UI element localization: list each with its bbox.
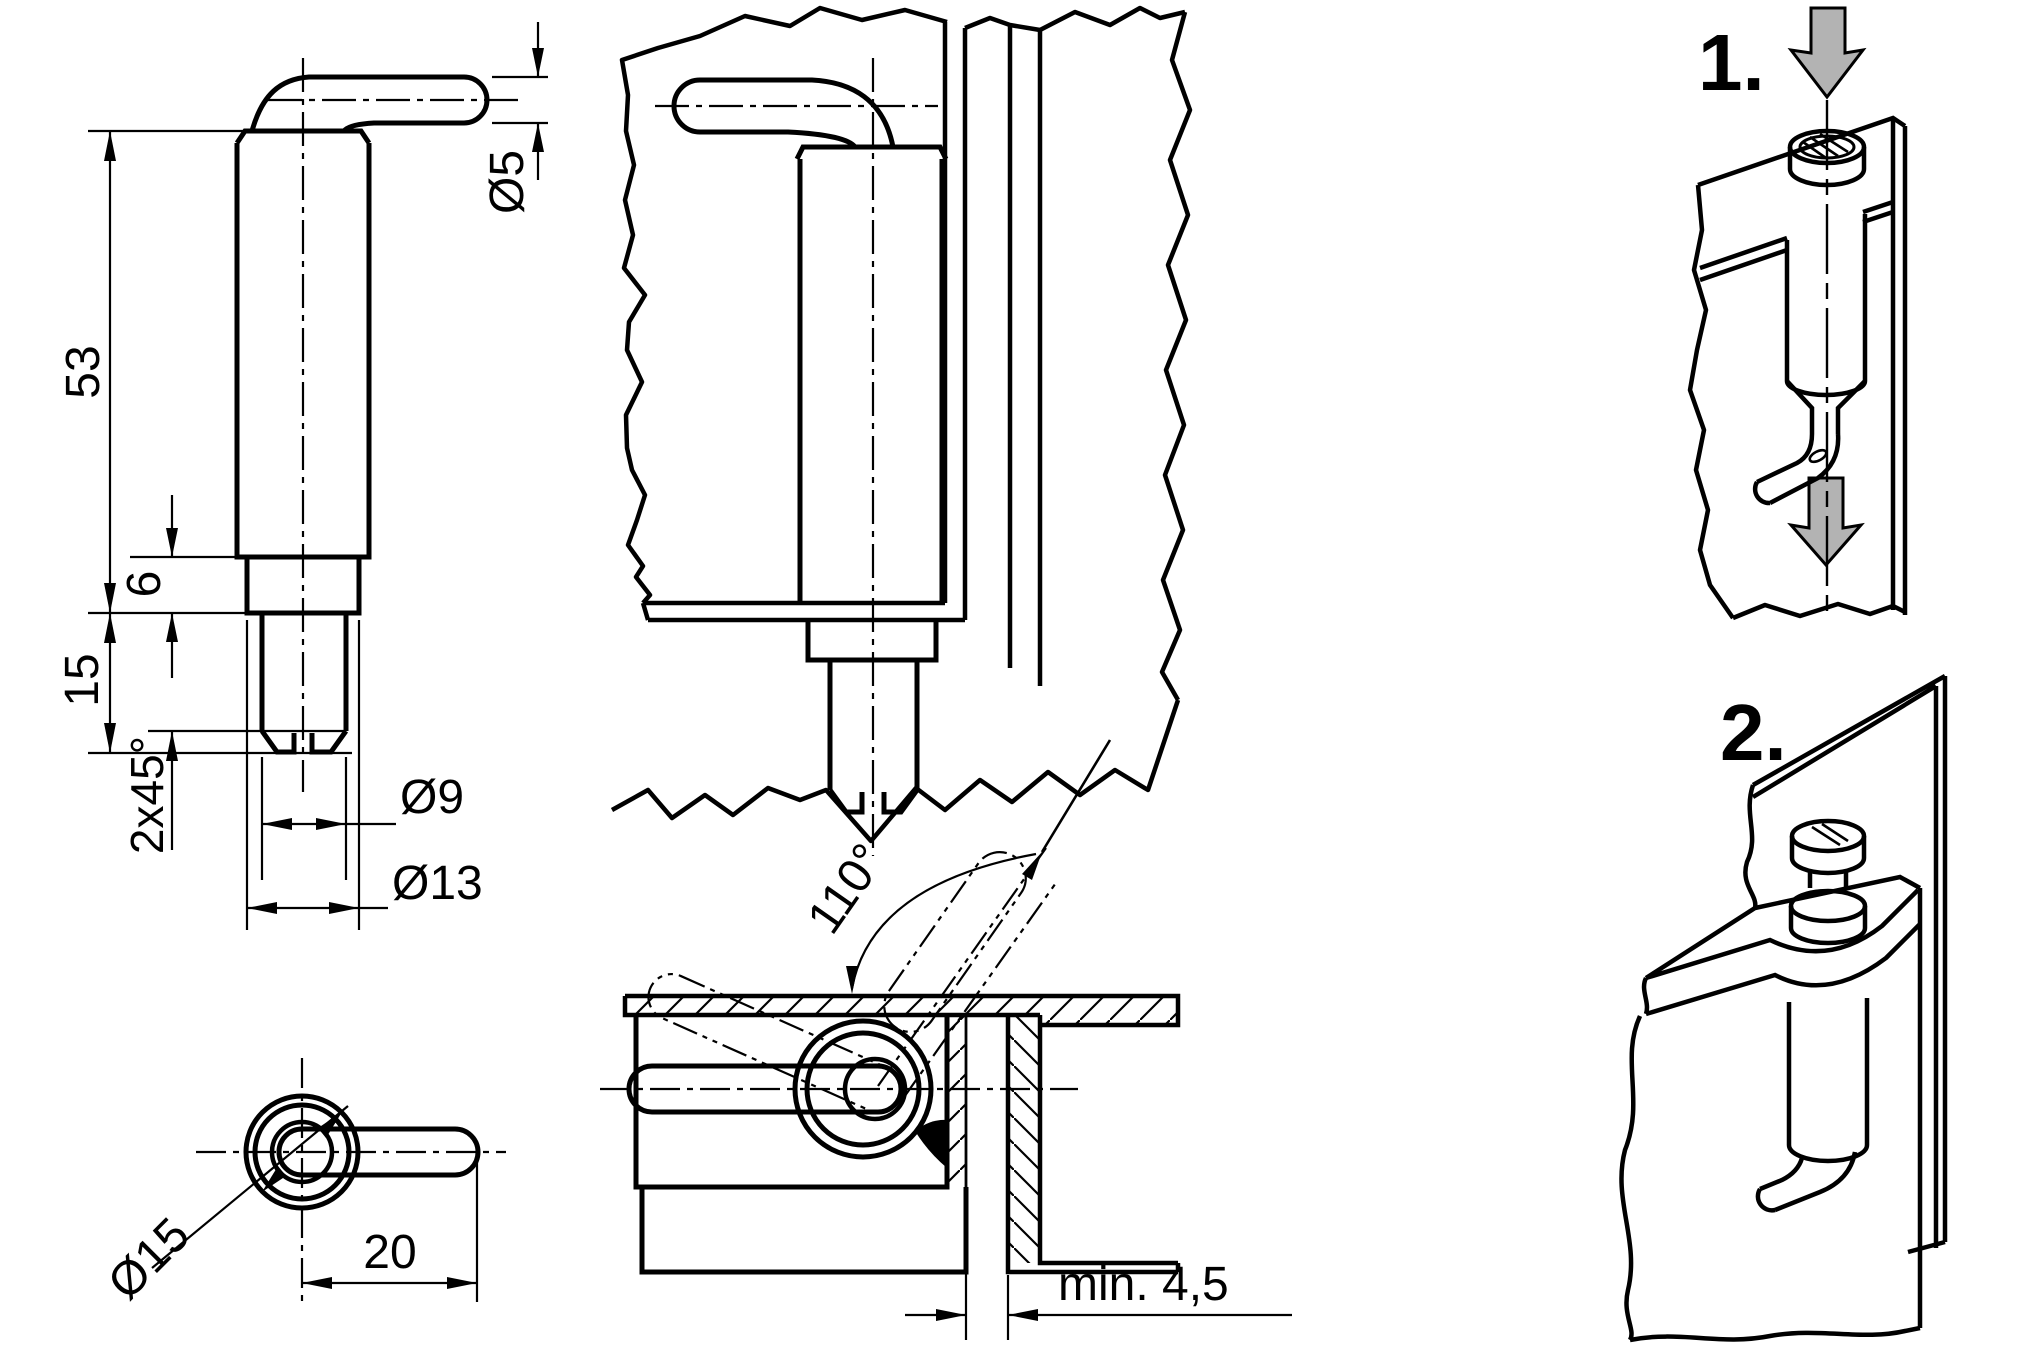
pin-cap xyxy=(794,144,949,161)
pin-handle-rod xyxy=(1755,1151,1858,1213)
dim-min-clearance: min. 4,5 xyxy=(905,1190,1292,1340)
door-leaf-bottom-edge xyxy=(640,600,965,623)
pin-body xyxy=(1786,998,1870,1164)
pin-tip-split-left xyxy=(259,729,297,755)
dim-15-label: 15 xyxy=(56,653,109,706)
install-step-2: 2. xyxy=(1619,674,1948,1343)
pin-cap xyxy=(234,128,372,145)
frame-top-torn-edge xyxy=(964,5,1186,33)
corner-shadow-wedge xyxy=(915,1119,947,1168)
pin-body xyxy=(234,143,372,560)
frame-panel-torn-left xyxy=(1743,784,1758,909)
dim-53: 53 xyxy=(57,129,256,615)
pin-step xyxy=(244,557,362,616)
pin-handle-outline xyxy=(249,74,490,133)
door-slab-torn-bottom xyxy=(1629,1325,1921,1343)
frame-panel-right-edge xyxy=(1907,676,1948,1255)
dim-d13: Ø13 xyxy=(245,620,483,930)
dim-20-label: 20 xyxy=(363,1226,416,1279)
pin-tip-split-right xyxy=(881,788,920,815)
dim-20: 20 xyxy=(302,1160,479,1302)
frame-panel-top-edge xyxy=(1751,674,1947,799)
door-slab-top-edge xyxy=(1697,115,1907,188)
door-slab-torn-left xyxy=(1619,1015,1643,1342)
step-1-label: 1. xyxy=(1698,18,1765,107)
dim-d9: Ø9 xyxy=(260,757,464,880)
door-slab-fold-lines xyxy=(1699,199,1894,283)
down-arrow-icon-top xyxy=(1787,6,1867,100)
step-2-label: 2. xyxy=(1720,688,1787,777)
pin-taper-neck xyxy=(1785,379,1867,434)
door-slab-torn-left xyxy=(1687,184,1735,620)
handle-rod xyxy=(276,1126,481,1178)
body-circle-inner xyxy=(252,1102,352,1202)
pin-handle-outline xyxy=(671,77,896,149)
body-circle-outer xyxy=(243,1093,361,1211)
dim-chamfer: 2x45° xyxy=(121,731,178,854)
dim-6-label: 6 xyxy=(118,571,171,598)
dim-d15-label: Ø15 xyxy=(98,1208,200,1310)
installed-section-view: 110° min. 4,5 xyxy=(600,739,1292,1340)
door-slab-right-edge xyxy=(1890,118,1908,615)
phantom-open-door-line-2 xyxy=(901,879,1059,1101)
dim-min-clearance-label: min. 4,5 xyxy=(1058,1258,1229,1311)
pin-knurled-head xyxy=(1789,818,1867,876)
pin-bushing xyxy=(1788,870,1868,946)
frame-flange-lines xyxy=(1007,25,1043,686)
frame-right-torn-edge xyxy=(1159,11,1193,702)
dim-d5-label: Ø5 xyxy=(481,150,534,214)
dim-6: 6 xyxy=(118,495,237,678)
door-return-hatch xyxy=(947,1015,966,1187)
installed-side-view xyxy=(610,5,1193,856)
phantom-slot xyxy=(883,851,1027,1033)
pin-bend-detail xyxy=(1808,448,1828,464)
pin-tip xyxy=(259,613,349,731)
pin-knurled-head xyxy=(1787,128,1867,188)
pin-tip-split-left xyxy=(827,788,865,815)
dim-53-label: 53 xyxy=(57,345,110,398)
dim-110: 110° xyxy=(798,739,1112,994)
door-leaf-torn-outline xyxy=(619,5,948,605)
dim-15: 15 xyxy=(56,613,352,755)
bushing-circle-outer xyxy=(792,1018,934,1160)
frame-flange-hatch xyxy=(1008,1015,1040,1263)
handle-bore-circle xyxy=(269,1119,335,1185)
frame-face-hatch xyxy=(625,996,1040,1015)
pin-bottom-view: Ø15 20 xyxy=(98,1058,506,1310)
door-leaf-right-edge xyxy=(942,22,968,620)
pin-tip xyxy=(827,660,920,790)
install-step-1: 1. xyxy=(1687,6,1908,621)
pin-body xyxy=(797,159,945,603)
frame-flange-outline xyxy=(1005,1015,1181,1275)
pin-handle-rod xyxy=(1752,433,1841,506)
door-slab-torn-bottom xyxy=(1732,601,1907,621)
dim-d5: Ø5 xyxy=(481,22,548,214)
frame-bottom-torn-edge xyxy=(610,699,1181,844)
dim-d9-label: Ø9 xyxy=(400,771,464,824)
phantom-rotated-handle xyxy=(647,973,903,1114)
dim-chamfer-label: 2x45° xyxy=(121,736,173,854)
pin-tip-split-right xyxy=(309,729,349,755)
pin-front-view: 53 6 15 2x45° Ø9 xyxy=(56,22,548,930)
dim-d13-label: Ø13 xyxy=(392,857,483,910)
bracket-front-face xyxy=(1641,888,1923,1017)
door-lower-outline xyxy=(639,1187,969,1275)
frame-face-hatch-right xyxy=(1040,996,1178,1025)
